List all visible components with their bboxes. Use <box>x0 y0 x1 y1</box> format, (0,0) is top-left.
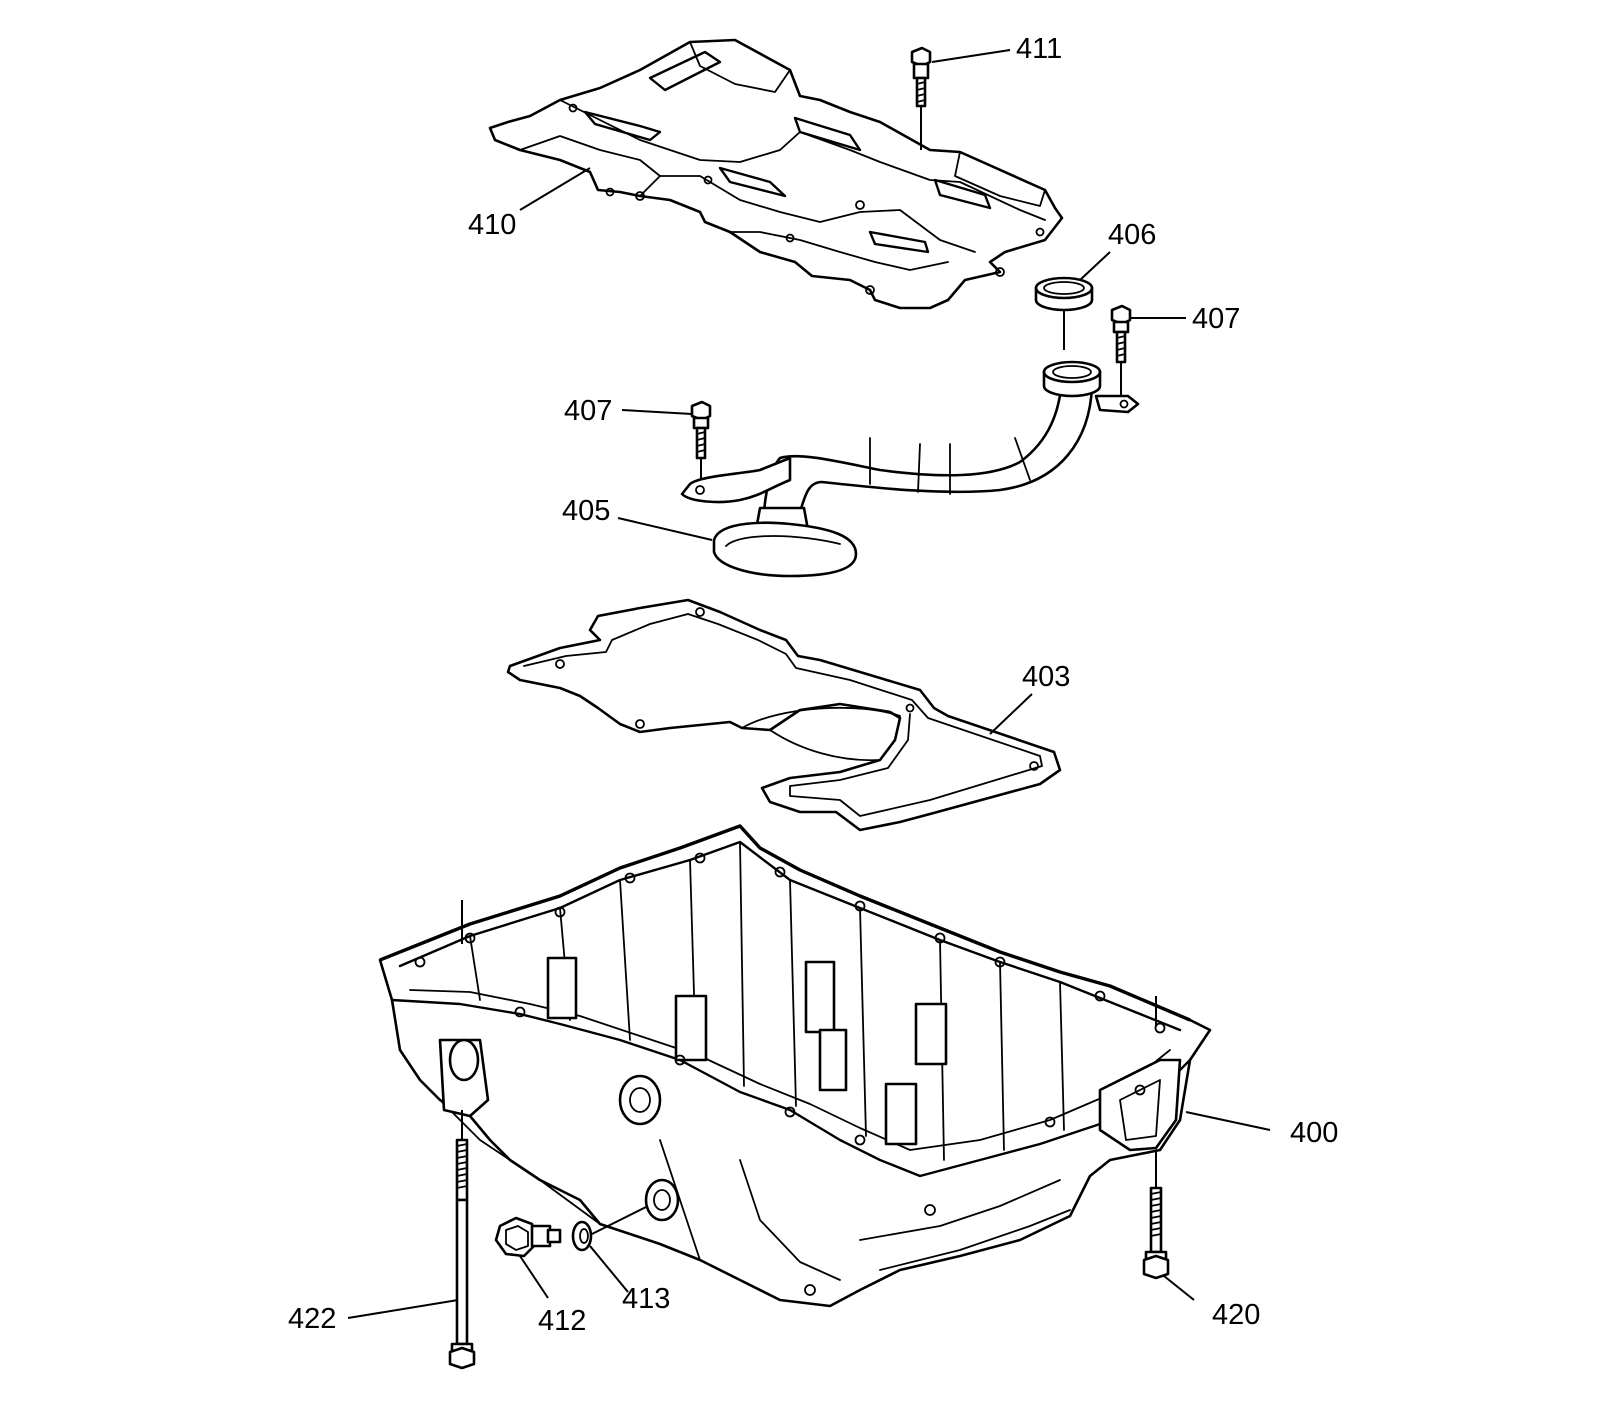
leader-407-left <box>621 409 693 415</box>
leader-422 <box>347 1299 459 1319</box>
part-405-pickup-tube <box>680 360 1140 578</box>
leader-403 <box>989 693 1033 735</box>
leader-411 <box>931 49 1011 63</box>
callout-403: 403 <box>1022 661 1070 693</box>
callout-labels: 411 410 406 407 407 405 403 400 422 412 … <box>288 33 1338 1337</box>
part-407-bolt-left <box>690 400 712 486</box>
part-413-washer <box>571 1205 649 1252</box>
callout-406: 406 <box>1108 219 1156 251</box>
callout-407-left: 407 <box>564 395 612 427</box>
part-410-baffle <box>488 38 1064 310</box>
callout-420: 420 <box>1212 1299 1260 1331</box>
callout-400: 400 <box>1290 1117 1338 1149</box>
leader-420 <box>1163 1275 1195 1301</box>
part-420-bolt <box>1142 1150 1170 1280</box>
callout-411: 411 <box>1016 33 1062 65</box>
callout-407-right: 407 <box>1192 303 1240 335</box>
callout-410: 410 <box>468 209 516 241</box>
callout-412: 412 <box>538 1305 586 1337</box>
part-403-gasket <box>506 598 1062 832</box>
callout-422: 422 <box>288 1303 336 1335</box>
part-400-oil-pan <box>378 824 1212 1308</box>
leader-410 <box>519 167 591 211</box>
part-411-bolt <box>910 46 932 150</box>
callout-413: 413 <box>622 1283 670 1315</box>
part-406-seal <box>1034 276 1094 350</box>
callout-405: 405 <box>562 495 610 527</box>
leader-406 <box>1079 251 1111 281</box>
part-412-drain-plug <box>494 1216 562 1258</box>
leader-400 <box>1185 1111 1271 1131</box>
leader-413 <box>589 1245 629 1293</box>
leader-405 <box>617 517 713 541</box>
part-422-long-bolt <box>448 1110 476 1370</box>
leader-lines <box>347 49 1271 1319</box>
part-407-bolt-right <box>1110 304 1132 398</box>
leader-412 <box>519 1255 549 1299</box>
